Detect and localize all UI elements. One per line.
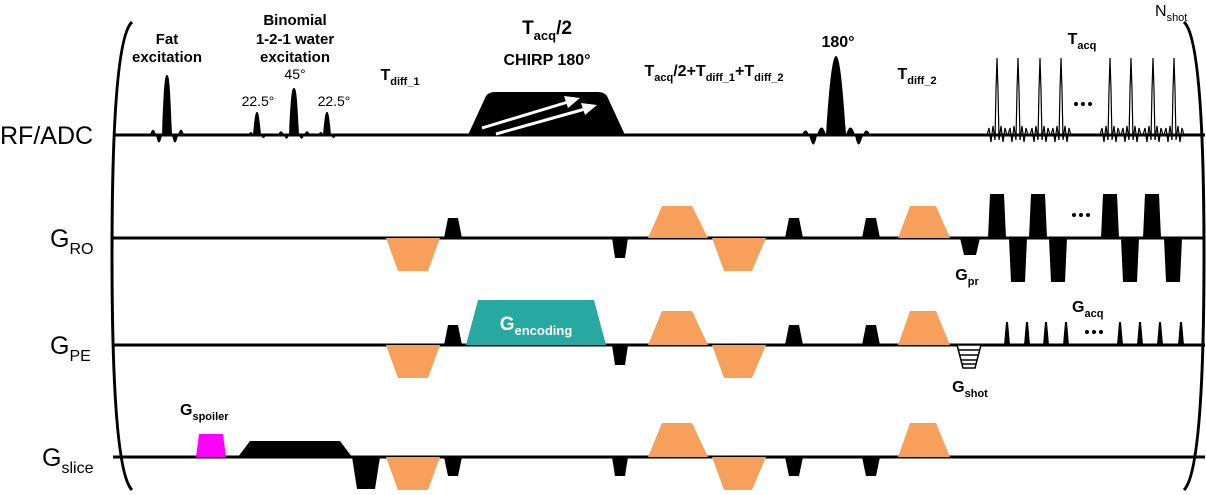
- pe-blip-3: [785, 325, 803, 345]
- angle-22-right-label: 22.5°: [318, 93, 351, 109]
- chirp-label: CHIRP 180°: [503, 52, 590, 69]
- pe-ellipsis: [1085, 330, 1103, 334]
- slice-blip-4: [862, 457, 880, 476]
- shot-table-gradient: [956, 344, 982, 369]
- readout-lobe: [988, 194, 1006, 238]
- gpr-label: Gpr: [955, 267, 979, 288]
- slice-blip-3: [785, 457, 803, 476]
- ro-diffusion-lobe-neg-2: [712, 238, 766, 271]
- spoiler-gradient: [196, 434, 226, 457]
- fat-label-1: Fat: [156, 31, 179, 48]
- chirp-arrow-1-head: [564, 96, 580, 108]
- adc-echo: [1029, 57, 1051, 143]
- pe-blip: [1137, 322, 1143, 345]
- adc-echo: [1120, 57, 1142, 143]
- angle-45-label: 45°: [284, 66, 305, 82]
- pe-blip-4: [862, 325, 880, 345]
- tdiff2-label: Tdiff_2: [897, 66, 936, 87]
- ro-blip-3: [785, 218, 803, 238]
- rf-row-label: RF/ADC: [0, 122, 93, 150]
- slice-rephaser: [352, 457, 380, 489]
- pe-blip: [1063, 322, 1069, 345]
- gacq-label: Gacq: [1072, 299, 1103, 320]
- slice-diffusion-lobe-neg-1: [386, 457, 440, 490]
- readout-lobe: [1121, 238, 1139, 282]
- pe-diffusion-lobe-pos-2: [898, 311, 950, 345]
- ro-blip-1: [444, 218, 462, 238]
- pe-blip: [1043, 322, 1049, 345]
- ro-diffusion-lobe-pos-2: [898, 206, 950, 238]
- binomial-pulse-center: [278, 88, 310, 139]
- binomial-pulse-left: [248, 112, 266, 138]
- adc-echo: [986, 57, 1008, 143]
- chirp-arrow-2: [495, 107, 586, 136]
- adc-echo-train: [986, 57, 1185, 143]
- tdiff1-label: Tdiff_1: [380, 67, 419, 88]
- gshot-label: Gshot: [952, 379, 988, 400]
- binomial-pulse-right: [318, 112, 336, 138]
- slice-diffusion-lobe-pos-1: [648, 423, 708, 457]
- readout-lobe: [1029, 194, 1047, 238]
- encoding-gradient: [466, 300, 606, 345]
- tacq-label: Tacq: [1068, 31, 1097, 52]
- pe-blip-2: [612, 345, 628, 365]
- gspoiler-label: Gspoiler: [180, 402, 229, 423]
- refocus-180-pulse: [802, 56, 870, 145]
- slice-blip-1: [444, 457, 462, 476]
- slice-row-label: Gslice: [42, 444, 94, 477]
- pe-diffusion-lobe-neg-1: [386, 345, 440, 378]
- right-bracket: [1182, 20, 1206, 492]
- readout-lobe: [1049, 238, 1067, 282]
- pe-blip: [1178, 322, 1184, 345]
- readout-lobe: [1143, 194, 1161, 238]
- slice-diffusion-lobe-neg-2: [712, 457, 766, 490]
- left-bracket: [110, 20, 134, 492]
- gencoding-label: Gencoding: [500, 314, 573, 338]
- chirp-arrow-2-head: [581, 103, 597, 115]
- readout-lobe: [1164, 238, 1182, 282]
- adc-echo: [1163, 57, 1185, 143]
- adc-echo: [1007, 57, 1029, 143]
- pe-blip: [1117, 322, 1123, 345]
- chirp-arrow-1: [481, 100, 569, 130]
- ro-blip-4: [862, 218, 880, 238]
- adc-echo: [1142, 57, 1164, 143]
- ro-diffusion-lobe-pos-1: [648, 206, 708, 238]
- slice-diffusion-lobe-pos-2: [898, 423, 950, 457]
- tacq-half-label: Tacq/2: [522, 18, 572, 43]
- binomial-label-3: excitation: [260, 49, 330, 66]
- tacq-sum-label: Tacq/2+Tdiff_1+Tdiff_2: [644, 63, 783, 84]
- nshot-label: Nshot: [1155, 3, 1187, 24]
- angle-22-left-label: 22.5°: [242, 93, 275, 109]
- pe-blip: [1157, 322, 1163, 345]
- ro-diffusion-lobe-neg-1: [386, 238, 440, 271]
- readout-lobe: [1009, 238, 1027, 282]
- ro-ellipsis: [1072, 213, 1090, 217]
- pe-diffusion-lobe-neg-2: [712, 345, 766, 378]
- refocus-180-label: 180°: [821, 34, 854, 51]
- fat-excitation-pulse: [150, 75, 184, 143]
- binomial-label-2: 1-2-1 water: [256, 31, 335, 48]
- binomial-label-1: Binomial: [263, 12, 326, 29]
- adc-echo: [1099, 57, 1121, 143]
- adc-echo: [1050, 57, 1072, 143]
- pe-blip: [1004, 322, 1010, 345]
- pe-row-label: GPE: [50, 332, 91, 365]
- fat-label-2: excitation: [132, 49, 202, 66]
- ro-readout-train: [988, 194, 1182, 282]
- ro-blip-2: [612, 238, 628, 258]
- ro-row-label: GRO: [50, 225, 93, 258]
- pe-blip-1: [444, 325, 462, 345]
- chirp-180-pulse: [468, 92, 625, 135]
- slice-blip-2: [612, 457, 628, 476]
- rf-ellipsis: [1074, 102, 1092, 106]
- pe-blip: [1024, 322, 1030, 345]
- readout-lobe: [1101, 194, 1119, 238]
- pe-blip-train: [1004, 322, 1184, 345]
- slice-select-gradient: [238, 441, 352, 457]
- ro-prephaser: [960, 238, 980, 255]
- pe-diffusion-lobe-pos-1: [648, 311, 708, 345]
